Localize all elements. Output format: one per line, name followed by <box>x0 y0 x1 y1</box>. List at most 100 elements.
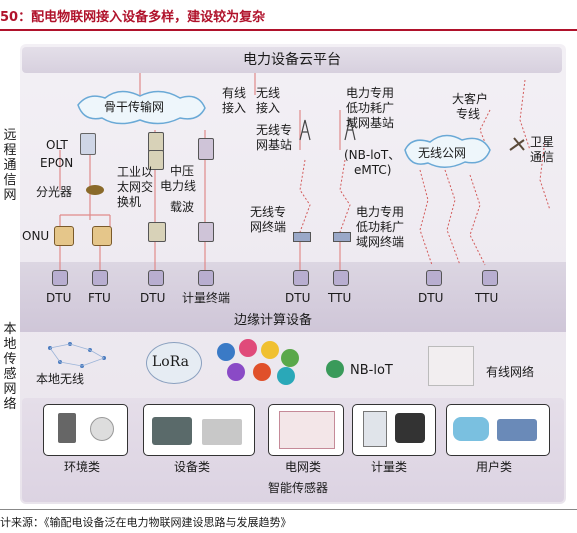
switch-label-2: 太网交 <box>117 180 154 194</box>
sensor-cat-grid: 电网类 <box>285 460 322 474</box>
olt-device-icon <box>80 133 96 155</box>
grid-map-icon <box>279 411 335 449</box>
antenna-icon-2 <box>344 117 356 141</box>
edge-device-icon-8 <box>482 270 498 286</box>
epon-label: EPON <box>40 156 74 170</box>
sensor-box-metering <box>352 404 436 456</box>
plc-label-3: 载波 <box>170 200 195 214</box>
switch-device-icon-2 <box>148 150 164 170</box>
router-icon-2 <box>333 232 351 242</box>
wired-access-2: 接入 <box>222 101 247 115</box>
wireless-base-1: 无线专 <box>256 123 293 137</box>
motor-icon <box>497 419 537 441</box>
switch-label-1: 工业以 <box>117 165 154 179</box>
lp-terminal-2: 低功耗广 <box>356 220 405 234</box>
ev-car-icon <box>453 417 489 441</box>
splitter-label: 分光器 <box>36 185 73 199</box>
public-net-cloud <box>404 134 491 168</box>
anemometer-icon <box>58 413 76 443</box>
zigbee-cluster-icon <box>217 339 299 385</box>
backbone-label: 骨干传输网 <box>104 100 165 114</box>
cloud-platform: 电力设备云平台 <box>22 47 562 73</box>
lp-terminal-3: 域网终端 <box>356 235 405 249</box>
sensor-box-user <box>446 404 550 456</box>
title-divider <box>0 29 577 31</box>
edge-dtu-2: DTU <box>140 291 166 305</box>
lp-base-2: 低功耗广 <box>346 101 395 115</box>
onu-label: ONU <box>22 229 50 243</box>
switch-device-icon <box>148 132 164 152</box>
sensor-cat-user: 用户类 <box>476 460 513 474</box>
lp-terminal-1: 电力专用 <box>356 205 405 219</box>
wireless-access-2: 接入 <box>256 101 281 115</box>
wireless-terminal-2: 网终端 <box>250 220 287 234</box>
wired-network-label: 有线网络 <box>486 365 535 379</box>
router-icon-1 <box>293 232 311 242</box>
switch-device-icon-3 <box>148 222 166 242</box>
edge-device-icon-7 <box>426 270 442 286</box>
transformer-icon <box>152 417 192 445</box>
sensor-icon <box>90 417 114 441</box>
big-customer-1: 大客户 <box>452 92 489 106</box>
lp-base-5: eMTC) <box>354 163 392 177</box>
switchgear-icon <box>202 419 242 445</box>
satellite-2: 通信 <box>530 150 555 164</box>
source-divider <box>0 509 577 510</box>
splitter-icon <box>86 185 104 195</box>
edge-device-icon-2 <box>92 270 108 286</box>
sensor-cat-equipment: 设备类 <box>174 460 211 474</box>
nbiot-icon <box>326 360 344 378</box>
edge-device-icon-4 <box>198 270 214 286</box>
edge-device-icon-3 <box>148 270 164 286</box>
antenna-icon-1 <box>299 119 311 141</box>
edge-device-icon-1 <box>52 270 68 286</box>
edge-dtu-3: DTU <box>285 291 311 305</box>
wireless-access-1: 无线 <box>256 86 281 100</box>
edge-ttu-1: TTU <box>328 291 352 305</box>
edge-dtu-1: DTU <box>46 291 72 305</box>
big-customer-2: 专线 <box>456 107 481 121</box>
meter-icon <box>363 411 387 447</box>
smart-meter-icon <box>395 413 425 443</box>
onu-device-icon-2 <box>92 226 112 246</box>
sensor-box-environment <box>43 404 128 456</box>
lp-base-3: 域网基站 <box>346 116 395 130</box>
sensor-box-equipment <box>143 404 255 456</box>
wired-network-icon <box>428 346 474 386</box>
switch-label-3: 换机 <box>117 195 142 209</box>
plc-device-icon <box>198 138 214 160</box>
plc-label-2: 电力线 <box>160 179 197 193</box>
nbiot-label: NB-loT <box>350 363 393 378</box>
wireless-terminal-1: 无线专 <box>250 205 287 219</box>
lp-base-4: (NB-loT、 <box>344 148 401 162</box>
wireless-base-2: 网基站 <box>256 138 293 152</box>
sensor-cat-metering: 计量类 <box>371 460 408 474</box>
onu-device-icon-1 <box>54 226 74 246</box>
satellite-dish-icon <box>509 137 525 151</box>
sensor-box-grid <box>268 404 344 456</box>
sensor-cat-environment: 环境类 <box>64 460 101 474</box>
local-network-label: 本地传感网络 <box>2 322 18 412</box>
satellite-1: 卫星 <box>530 135 555 149</box>
edge-meter-terminal: 计量终端 <box>182 291 231 305</box>
source-note: 计来源：《输配电设备泛在电力物联网建设思路与发展趋势》 <box>0 516 292 529</box>
edge-device-icon-6 <box>333 270 349 286</box>
backbone-cloud <box>77 90 206 125</box>
lora-label: LoRa <box>152 354 189 370</box>
plc-device-icon-2 <box>198 222 214 242</box>
wireless-mesh-icon <box>48 342 106 368</box>
edge-dtu-4: DTU <box>418 291 444 305</box>
plc-label-1: 中压 <box>170 164 195 178</box>
remote-network-label: 远程通信网 <box>2 128 18 203</box>
edge-device-icon-5 <box>293 270 309 286</box>
public-net-label: 无线公网 <box>418 146 467 160</box>
wired-access-1: 有线 <box>222 86 247 100</box>
olt-label: OLT <box>46 138 68 152</box>
lora-badge <box>146 342 202 384</box>
lp-base-1: 电力专用 <box>346 86 395 100</box>
smart-sensor-label: 智能传感器 <box>268 481 329 495</box>
edge-computing-label: 边缘计算设备 <box>234 313 313 328</box>
edge-ttu-2: TTU <box>475 291 499 305</box>
figure-title: 50：配电物联网接入设备多样，建设较为复杂 <box>0 10 266 25</box>
